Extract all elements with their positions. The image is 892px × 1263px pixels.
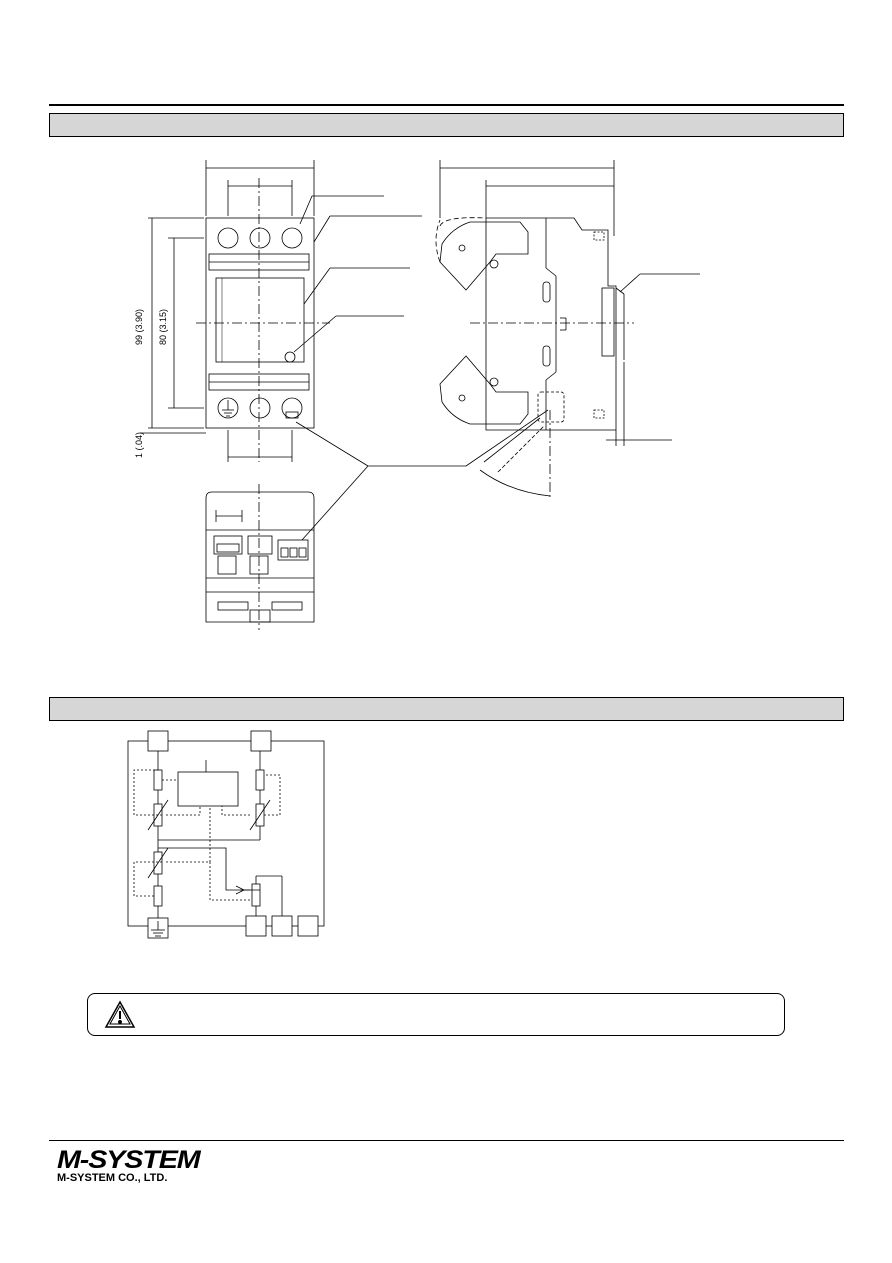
dimension-labels: 99 (3.90) 80 (3.15) 1 (.04) <box>134 309 168 458</box>
company-name: M-SYSTEM CO., LTD. <box>57 1172 168 1184</box>
overall-height-label: 99 (3.90) <box>134 309 144 345</box>
section-bar-connection <box>49 697 844 721</box>
inner-height-label: 80 (3.15) <box>158 309 168 345</box>
front-view-drawing <box>140 160 549 541</box>
msystem-logo: M-SYSTEM <box>57 1146 201 1174</box>
connection-diagram <box>127 730 325 939</box>
top-rule <box>49 104 844 106</box>
bottom-rule <box>49 1140 844 1141</box>
foot-offset-label: 1 (.04) <box>134 432 144 458</box>
section-bar-dimensions <box>49 113 844 137</box>
bottom-view-drawing <box>205 484 315 630</box>
side-view-drawing <box>435 160 700 500</box>
warning-triangle-icon <box>104 1000 136 1028</box>
caution-notice-box <box>87 993 785 1036</box>
